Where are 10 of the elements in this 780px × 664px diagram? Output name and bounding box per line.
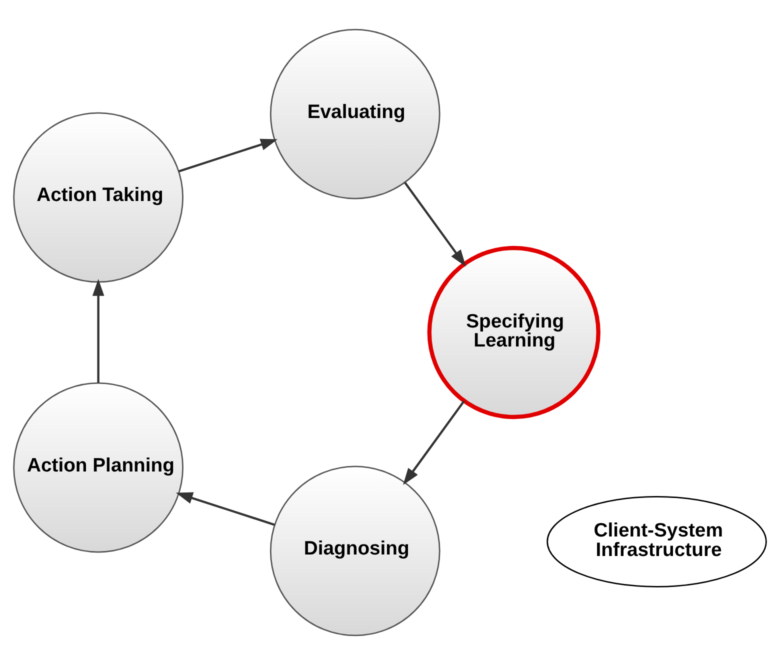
arrow <box>403 400 465 485</box>
arrow <box>178 138 278 172</box>
arrow <box>92 278 104 382</box>
arrow <box>176 492 275 526</box>
node-circle: Action Taking <box>13 112 184 282</box>
node-ellipse: Client-System Infrastructure <box>546 495 767 587</box>
arrow <box>404 181 466 266</box>
node-circle: Action Planning <box>13 382 184 552</box>
node-circle: Evaluating <box>270 28 440 199</box>
node-circle: Specifying Learning <box>427 245 600 419</box>
